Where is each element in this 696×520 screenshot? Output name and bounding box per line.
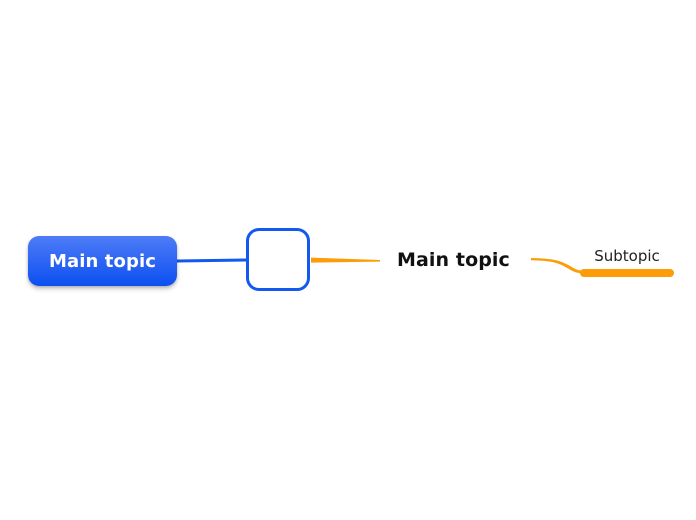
connector-text-to-subtopic <box>531 258 584 274</box>
connector-root-to-empty <box>176 258 247 263</box>
node-text-main-topic[interactable]: Main topic <box>397 249 510 271</box>
node-subtopic-label: Subtopic <box>594 247 660 265</box>
node-subtopic[interactable]: Subtopic <box>580 248 674 277</box>
node-root-label: Main topic <box>48 250 156 272</box>
node-subtopic-underline <box>580 269 674 277</box>
node-root-main-topic[interactable]: Main topic <box>28 236 177 286</box>
connector-empty-to-text <box>311 257 380 263</box>
node-empty-placeholder[interactable] <box>246 228 310 291</box>
